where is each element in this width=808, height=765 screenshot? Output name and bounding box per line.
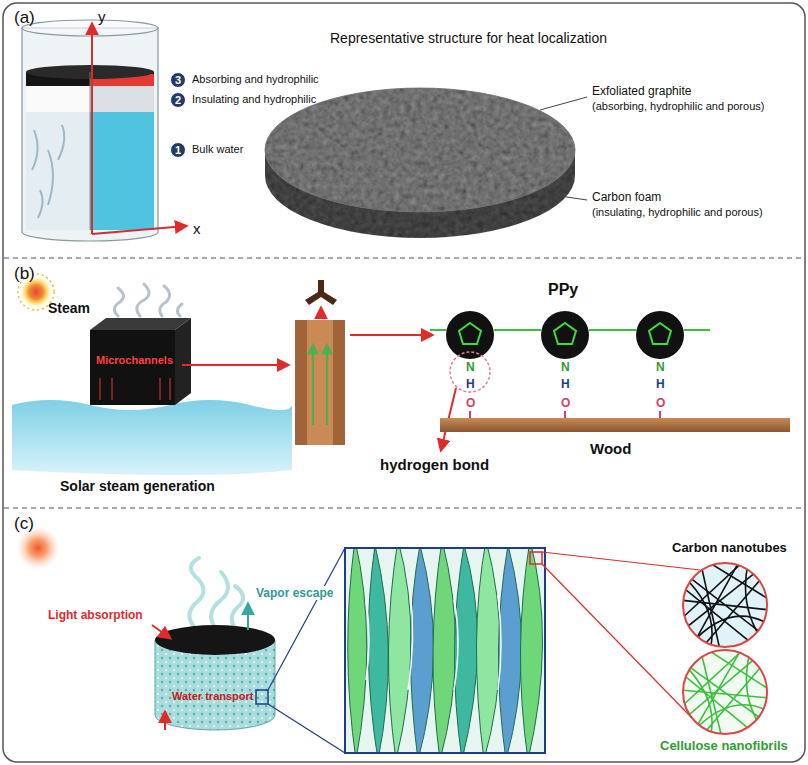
y-axis	[91, 24, 93, 234]
figure-label: Water transport	[172, 690, 254, 703]
nanotube-network	[680, 555, 770, 650]
callout-circle: 2	[170, 92, 186, 108]
ppy-wood-cube	[90, 318, 191, 405]
figure-label: H	[561, 377, 570, 391]
leader-line	[560, 196, 587, 200]
figure-label: Carbon foam	[592, 190, 661, 204]
arrow	[247, 604, 249, 630]
separator	[4, 257, 804, 258]
wood-channel	[295, 280, 345, 445]
porous-cylinder	[155, 625, 275, 730]
zoom-line	[268, 704, 345, 753]
beaker	[22, 20, 158, 241]
separator	[4, 507, 804, 508]
figure-label: Vapor escape	[254, 586, 335, 600]
arrow	[182, 364, 288, 366]
arrow	[350, 334, 432, 336]
figure-label: Light absorption	[48, 608, 143, 622]
figure-label: Cellulose nanofibrils	[660, 738, 788, 754]
figure-label: N	[466, 360, 475, 374]
figure-label: Carbon nanotubes	[672, 540, 787, 556]
figure-label: Steam	[48, 300, 90, 317]
figure-label: Wood	[590, 440, 631, 458]
aligned-sheets	[345, 540, 545, 760]
figure-label: x	[193, 220, 201, 238]
callout-number: 3	[175, 75, 181, 86]
panel-label: (a)	[14, 8, 35, 28]
x-axis	[92, 226, 186, 234]
figure-label: O	[656, 396, 665, 410]
panel-label: (c)	[14, 514, 34, 534]
callout-circle: 1	[170, 142, 186, 158]
arrow	[164, 712, 166, 730]
callout-number: 1	[175, 145, 181, 156]
figure-label: y	[98, 8, 106, 26]
arrow	[152, 625, 170, 638]
figure-label: Exfoliated graphite	[592, 84, 691, 98]
figure-label: O	[466, 396, 475, 410]
figure-label: (absorbing, hydrophilic and porous)	[592, 100, 764, 113]
leader-line	[540, 97, 587, 110]
figure-label: (insulating, hydrophilic and porous)	[592, 206, 763, 219]
figure-label: H	[466, 377, 475, 391]
cellulose-network	[680, 645, 770, 738]
arrow	[320, 308, 322, 316]
figure-label: Bulk water	[192, 143, 243, 156]
figure-label: Solar steam generation	[60, 478, 215, 495]
steam	[114, 284, 182, 316]
steam	[189, 558, 243, 628]
bond-lines	[470, 411, 660, 418]
panel-label: (b)	[14, 264, 35, 284]
figure-label: O	[561, 396, 570, 410]
callout-circle: 3	[170, 72, 186, 88]
figure-label: H	[656, 377, 665, 391]
figure-label: Representative structure for heat locali…	[330, 30, 607, 47]
graphite-disk	[265, 88, 575, 238]
hbond-circle	[450, 352, 490, 392]
figure-label: N	[561, 360, 570, 374]
frame	[3, 3, 805, 762]
figure-label: hydrogen bond	[380, 456, 489, 474]
zoom-line	[268, 548, 345, 690]
figure-label: N	[656, 360, 665, 374]
callout-number: 2	[175, 95, 181, 106]
water	[12, 400, 292, 475]
wood-plank	[440, 418, 790, 432]
figure-label: Microchannels	[96, 354, 173, 367]
figure-label: PPy	[548, 280, 578, 299]
figure-label: Insulating and hydrophilic	[192, 93, 316, 106]
zoom-line	[542, 564, 692, 718]
figure-label: Absorbing and hydrophilic	[192, 73, 319, 86]
